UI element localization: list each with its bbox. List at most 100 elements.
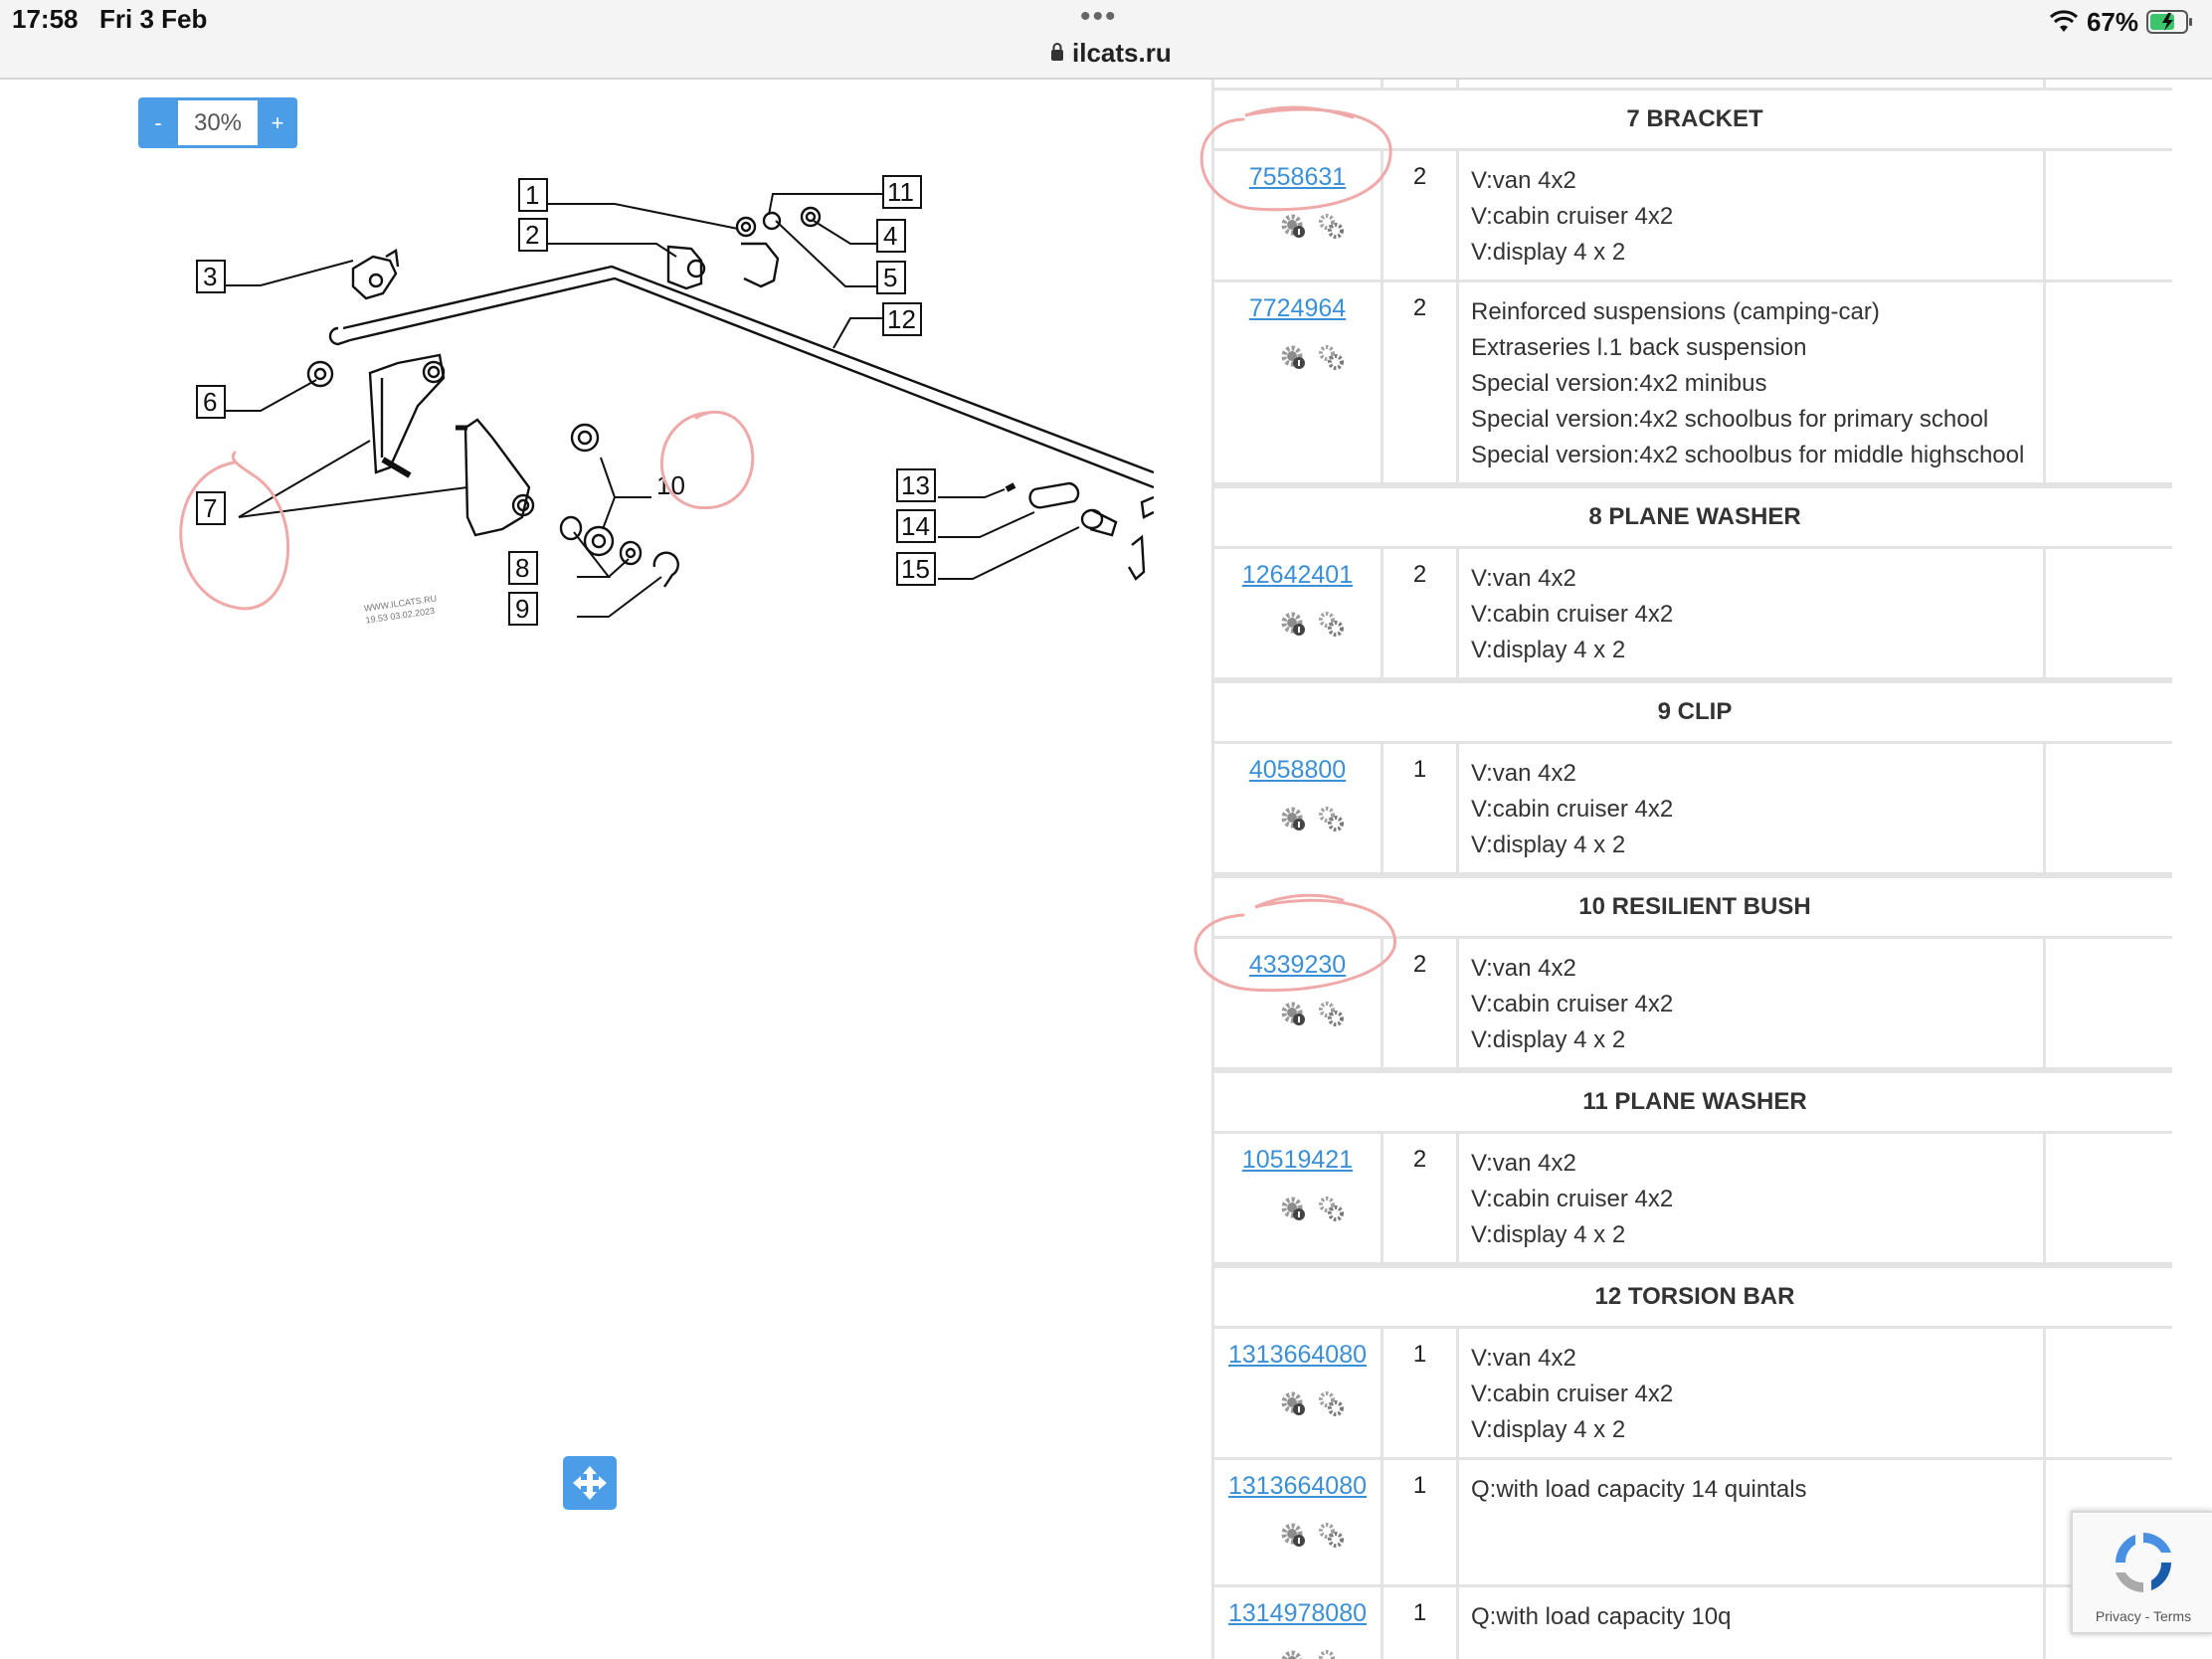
callout-8: 8 bbox=[508, 551, 538, 585]
callout-13: 13 bbox=[896, 468, 936, 502]
part-number-link[interactable]: 10519421 bbox=[1241, 1146, 1354, 1174]
recaptcha-terms-link[interactable]: Terms bbox=[2152, 1608, 2192, 1624]
part-description-line: Reinforced suspensions (camping-car) bbox=[1471, 298, 1880, 325]
applicability-gears-icon[interactable] bbox=[1318, 806, 1344, 831]
quantity-cell: 1 bbox=[1383, 1587, 1459, 1659]
svg-text:6: 6 bbox=[203, 387, 217, 417]
gear-info-icon[interactable] bbox=[1280, 344, 1306, 370]
callout-12: 12 bbox=[882, 302, 922, 336]
date: Fri 3 Feb bbox=[99, 4, 208, 34]
part-description-line: V:van 4x2 bbox=[1471, 565, 1576, 592]
part-description-line: V:display 4 x 2 bbox=[1471, 1416, 1626, 1443]
gear-info-icon[interactable] bbox=[1280, 213, 1306, 239]
part-number-cell: 7724964 bbox=[1214, 282, 1383, 482]
part-number-link[interactable]: 12642401 bbox=[1241, 561, 1354, 589]
applicability-gears-icon[interactable] bbox=[1318, 1001, 1344, 1026]
part-number-cell: 1314978080 bbox=[1214, 1587, 1383, 1659]
applicability-gears-icon[interactable] bbox=[1318, 213, 1344, 239]
callout-6: 6 bbox=[196, 385, 226, 419]
recaptcha-privacy-link[interactable]: Privacy bbox=[2095, 1608, 2141, 1624]
applicability-gears-icon[interactable] bbox=[1318, 611, 1344, 637]
diagram-watermark: WWW.ILCATS.RU 19.53 03.02.2023 bbox=[363, 594, 438, 626]
applicability-cell: Q:with load capacity 10q bbox=[1459, 1587, 2046, 1659]
part-description-line: V:cabin cruiser 4x2 bbox=[1471, 601, 1674, 628]
part-number-cell: 1313664080 bbox=[1214, 1460, 1383, 1584]
svg-text:15: 15 bbox=[901, 554, 930, 584]
part-description-line: Special version:4x2 schoolbus for primar… bbox=[1471, 406, 1989, 433]
part-description-line: V:cabin cruiser 4x2 bbox=[1471, 991, 1674, 1017]
gear-info-icon[interactable] bbox=[1280, 1522, 1306, 1548]
gear-info-icon[interactable] bbox=[1280, 611, 1306, 637]
gear-info-icon[interactable] bbox=[1280, 1196, 1306, 1221]
applicability-gears-icon[interactable] bbox=[1318, 1390, 1344, 1416]
applicability-gears-icon[interactable] bbox=[1318, 1522, 1344, 1548]
svg-text:1: 1 bbox=[525, 180, 539, 210]
gear-info-icon[interactable] bbox=[1280, 806, 1306, 831]
part-number-link[interactable]: 1313664080 bbox=[1227, 1341, 1368, 1369]
quantity-cell: 2 bbox=[1383, 282, 1459, 482]
part-row: 7724964 2 Reinforced suspensions (camping-… bbox=[1214, 282, 2172, 485]
callout-10: 10 bbox=[651, 469, 693, 501]
part-description-line: V:display 4 x 2 bbox=[1471, 1221, 1626, 1248]
applicability-gears-icon[interactable] bbox=[1318, 1649, 1344, 1659]
pan-move-button[interactable] bbox=[563, 1456, 617, 1510]
applicability-gears-icon[interactable] bbox=[1318, 344, 1344, 370]
part-number-link[interactable]: 7724964 bbox=[1248, 294, 1347, 322]
part-description-line: Special version:4x2 schoolbus for middle… bbox=[1471, 442, 2025, 468]
quantity-cell: 1 bbox=[1383, 1460, 1459, 1584]
part-number-link[interactable]: 1314978080 bbox=[1227, 1599, 1368, 1627]
more-dots-icon[interactable]: ••• bbox=[1080, 0, 1118, 33]
quantity-cell: 1 bbox=[1383, 744, 1459, 872]
callout-5: 5 bbox=[876, 261, 906, 294]
part-number-cell: 7558631 bbox=[1214, 151, 1383, 279]
group-header: 7 BRACKET bbox=[1214, 88, 2172, 151]
address-url[interactable]: ilcats.ru bbox=[1072, 38, 1172, 68]
part-description-line: V:van 4x2 bbox=[1471, 167, 1576, 194]
part-description-line: Q:with load capacity 10q bbox=[1471, 1603, 1732, 1630]
callout-14: 14 bbox=[896, 509, 936, 543]
part-description-line: V:van 4x2 bbox=[1471, 1150, 1576, 1177]
part-description-line: V:van 4x2 bbox=[1471, 1345, 1576, 1372]
zoom-out-button[interactable]: - bbox=[154, 109, 162, 135]
part-number-link[interactable]: 1313664080 bbox=[1227, 1472, 1368, 1500]
group-header: 8 PLANE WASHER bbox=[1214, 485, 2172, 549]
part-description-line: V:van 4x2 bbox=[1471, 760, 1576, 787]
part-row: 1314978080 1 Q:with load capacity 10q bbox=[1214, 1587, 2172, 1659]
parts-diagram[interactable]: 1 2 3 4 5 6 7 8 9 10 11 12 13 14 15 WWW.… bbox=[159, 164, 1154, 642]
gear-info-icon[interactable] bbox=[1280, 1001, 1306, 1026]
part-description-line: V:display 4 x 2 bbox=[1471, 239, 1626, 266]
part-number-link[interactable]: 7558631 bbox=[1248, 163, 1347, 191]
battery-percent: 67% bbox=[2086, 6, 2138, 37]
quantity-cell: 2 bbox=[1383, 549, 1459, 677]
callout-4: 4 bbox=[876, 219, 906, 253]
svg-text:2: 2 bbox=[525, 220, 539, 250]
applicability-gears-icon[interactable] bbox=[1318, 1196, 1344, 1221]
wifi-icon bbox=[2049, 10, 2078, 32]
callout-9: 9 bbox=[508, 592, 538, 626]
part-number-cell: 12642401 bbox=[1214, 549, 1383, 677]
part-description-line: V:display 4 x 2 bbox=[1471, 1026, 1626, 1053]
svg-text:12: 12 bbox=[887, 304, 916, 334]
part-number-link[interactable]: 4339230 bbox=[1248, 951, 1347, 979]
part-description-line: V:cabin cruiser 4x2 bbox=[1471, 1186, 1674, 1212]
svg-text:13: 13 bbox=[901, 470, 930, 500]
part-number-cell: 4058800 bbox=[1214, 744, 1383, 872]
quantity-cell: 2 bbox=[1383, 151, 1459, 279]
recaptcha-badge[interactable]: Privacy - Terms bbox=[2071, 1511, 2212, 1634]
gear-info-icon[interactable] bbox=[1280, 1390, 1306, 1416]
part-number-link[interactable]: 4058800 bbox=[1248, 756, 1347, 784]
zoom-in-button[interactable]: + bbox=[271, 109, 284, 135]
gear-info-icon[interactable] bbox=[1280, 1649, 1306, 1659]
svg-text:10: 10 bbox=[656, 470, 685, 500]
move-arrows-icon bbox=[573, 1466, 607, 1500]
svg-text:11: 11 bbox=[887, 177, 914, 207]
part-number-cell: 1313664080 bbox=[1214, 1329, 1383, 1457]
